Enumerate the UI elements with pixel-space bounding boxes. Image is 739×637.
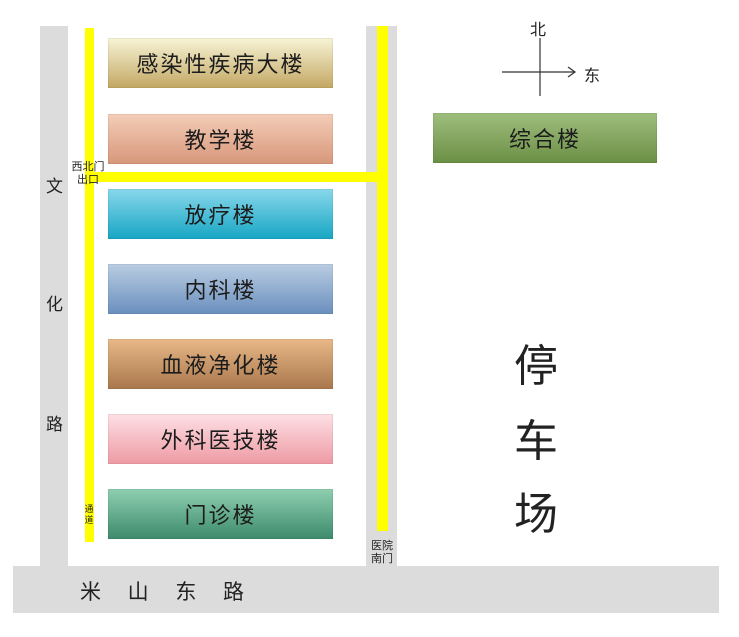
building-blood-purification[interactable]: 血液净化楼: [108, 339, 333, 389]
building-outpatient[interactable]: 门诊楼: [108, 489, 333, 539]
compass-north-label: 北: [530, 20, 547, 39]
south-gate-line1: 医院: [371, 539, 393, 552]
west-road-label-1: 文: [46, 177, 63, 197]
parking-label-2: 车: [514, 416, 558, 467]
building-internal-medicine[interactable]: 内科楼: [108, 264, 333, 314]
parking-label-3: 场: [514, 489, 558, 540]
building-radiotherapy[interactable]: 放疗楼: [108, 189, 333, 239]
passage-label-line1: 通: [84, 505, 94, 515]
west-road-label-2: 化: [46, 295, 63, 315]
building-comprehensive[interactable]: 综合楼: [433, 113, 657, 163]
compass-icon: [502, 38, 577, 96]
south-gate-label: 医院 南门: [366, 539, 398, 565]
cross-passage: [94, 172, 383, 182]
south-road-label: 米 山 东 路: [80, 580, 255, 604]
west-road-label-3: 路: [46, 415, 63, 435]
building-surgery-medtech[interactable]: 外科医技楼: [108, 414, 333, 464]
passage-label: 通 道: [82, 505, 96, 527]
northwest-gate-line1: 西北门: [71, 160, 105, 173]
northwest-gate-label: 西北门 出口: [70, 160, 106, 186]
west-passage: [85, 28, 94, 542]
south-road: [13, 566, 719, 613]
east-passage: [377, 26, 388, 531]
south-gate-line2: 南门: [371, 552, 393, 565]
passage-label-line2: 道: [84, 516, 94, 526]
compass-east-label: 东: [584, 66, 601, 85]
building-teaching[interactable]: 教学楼: [108, 114, 333, 164]
northwest-gate-line2: 出口: [77, 173, 99, 186]
parking-label-1: 停: [514, 341, 558, 392]
building-infectious-disease[interactable]: 感染性疾病大楼: [108, 38, 333, 88]
west-road: [40, 26, 68, 570]
